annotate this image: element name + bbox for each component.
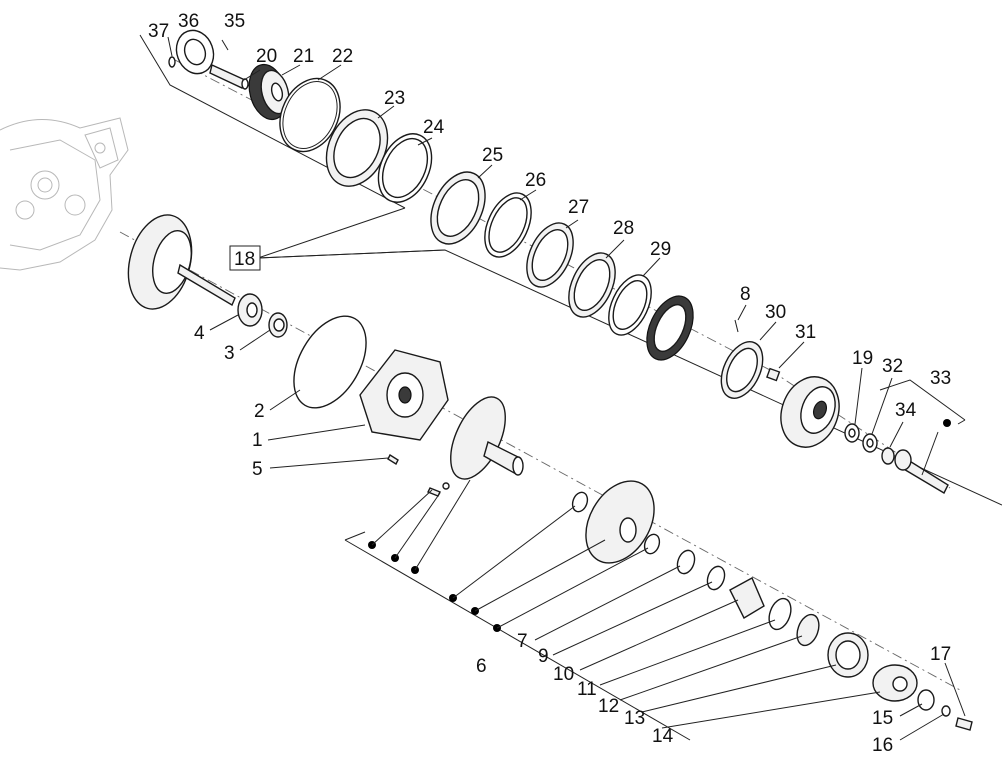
label-22: 22 (332, 46, 353, 67)
part-friction-disc-dark (646, 295, 694, 361)
part-16-washer (941, 705, 951, 717)
part-10-ring (676, 549, 696, 575)
label-18: 18 (234, 249, 255, 270)
part-24-plate (377, 133, 433, 203)
label-33: 33 (930, 368, 951, 389)
label-5: 5 (252, 459, 263, 480)
label-25: 25 (482, 145, 503, 166)
label-2: 2 (254, 401, 265, 422)
part-34-bushing (881, 447, 895, 465)
label-30: 30 (765, 302, 786, 323)
label-3: 3 (224, 343, 235, 364)
part-1-cover (359, 349, 449, 441)
label-28: 28 (613, 218, 634, 239)
part-29-steel-disc (608, 274, 652, 336)
part-14-spring-seat (796, 613, 820, 647)
axis-lines (119, 59, 961, 691)
part-18-clutch-assembly (127, 214, 236, 310)
part-19-washer (844, 423, 860, 443)
label-27: 27 (568, 197, 589, 218)
part-8-pin (734, 319, 739, 333)
part-36-gasket (175, 29, 215, 75)
label-11: 11 (577, 679, 597, 700)
label-17: 17 (930, 644, 951, 665)
part-15-washer (917, 689, 935, 711)
label-26: 26 (525, 170, 546, 191)
label-9: 9 (538, 646, 549, 667)
part-22-o-ring (279, 77, 341, 153)
label-7: 7 (517, 631, 528, 652)
part-37-pin (168, 56, 176, 68)
label-4: 4 (194, 323, 205, 344)
label-23: 23 (384, 88, 405, 109)
label-18-box (229, 245, 261, 271)
part-23-plate (325, 109, 389, 187)
part-7-ring (571, 491, 589, 513)
part-21-gear-hub (248, 63, 290, 121)
part-4-bearing (237, 293, 263, 327)
label-32: 32 (882, 356, 903, 377)
label-6: 6 (476, 656, 487, 677)
part-9-ring (643, 533, 661, 555)
part-movable-pulley (585, 480, 655, 564)
part-33-shaft (894, 449, 949, 494)
label-1: 1 (252, 430, 263, 451)
part-27-steel-disc (526, 222, 574, 288)
label-19: 19 (852, 348, 873, 369)
label-31: 31 (795, 322, 816, 343)
part-small-screws (427, 482, 450, 497)
part-26-ring (484, 192, 532, 258)
label-15: 15 (872, 708, 893, 729)
label-13: 13 (624, 708, 645, 729)
part-28-friction-disc (568, 252, 616, 318)
part-25-friction-disc (430, 171, 486, 245)
label-24: 24 (423, 117, 445, 138)
label-36: 36 (178, 11, 199, 32)
part-32-washer (862, 433, 878, 453)
part-13-ring (768, 597, 792, 631)
label-37: 37 (148, 21, 169, 42)
part-31-spacer (766, 367, 781, 382)
label-29: 29 (650, 239, 671, 260)
label-16: 16 (872, 735, 893, 756)
group-frames (139, 34, 1002, 741)
part-30-disc (720, 341, 764, 399)
label-35: 35 (224, 11, 245, 32)
engine-case-outline (0, 117, 129, 271)
part-12-bushing (729, 577, 765, 619)
label-20: 20 (256, 46, 277, 67)
part-20-shaft (209, 64, 249, 90)
part-spring-cup (872, 664, 918, 702)
label-8: 8 (740, 284, 751, 305)
part-labels: 37 36 35 20 21 22 23 24 25 26 27 28 29 8… (148, 11, 951, 756)
part-spring (827, 632, 869, 678)
leader-lines (167, 36, 966, 741)
label-21: 21 (293, 46, 314, 67)
part-11-ring (706, 565, 726, 591)
label-34: 34 (895, 400, 917, 421)
part-17-bolt (955, 717, 973, 731)
part-2-o-ring (293, 315, 367, 409)
label-14: 14 (652, 726, 674, 747)
part-3-seal (268, 312, 288, 338)
part-pulley-half (450, 396, 524, 480)
part-35-screw (221, 39, 229, 51)
part-5-screw (387, 453, 399, 466)
label-12: 12 (598, 696, 619, 717)
part-clutch-bell (780, 376, 840, 448)
label-10: 10 (553, 664, 574, 685)
